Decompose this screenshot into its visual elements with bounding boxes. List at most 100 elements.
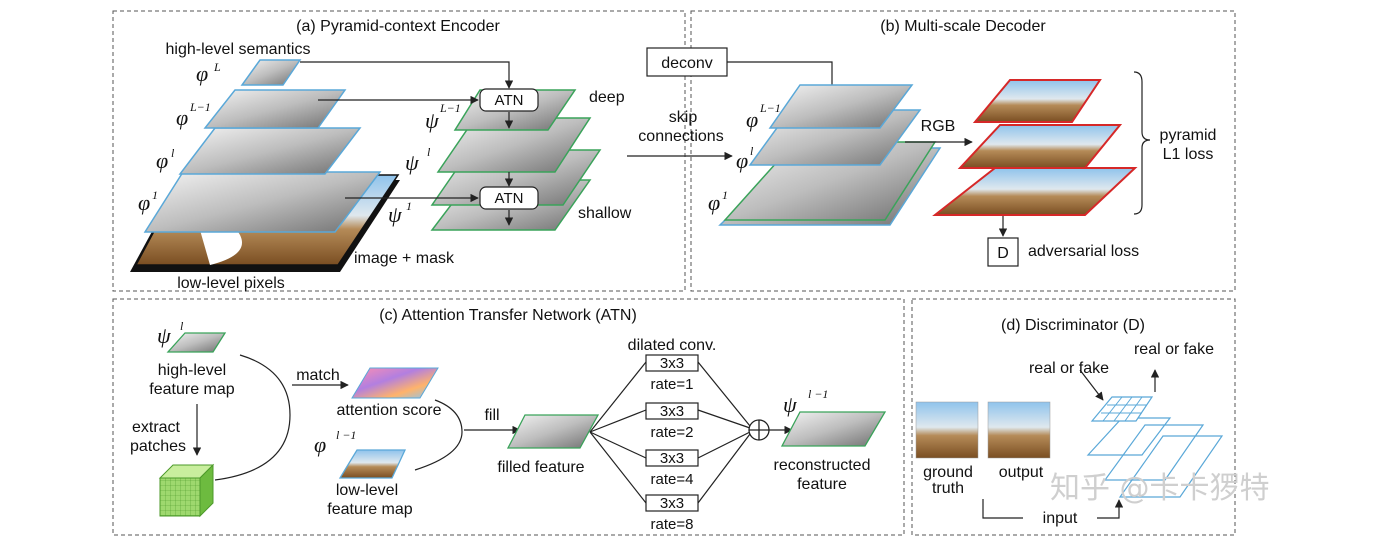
low-level-label: low-level [336, 482, 398, 499]
branch-line [697, 433, 751, 504]
varphi-symbol: φ [746, 107, 758, 132]
rgb-output-L1 [972, 79, 1102, 123]
dilated-conv-label: dilated conv. [628, 337, 717, 354]
branch-line [697, 431, 751, 459]
connections-label: connections [638, 128, 723, 145]
input-line-right [1097, 499, 1124, 519]
branch-line [589, 409, 647, 433]
varphi-sup: l [750, 144, 754, 158]
rate-label: rate=1 [651, 376, 694, 393]
atn-box-top [479, 88, 539, 112]
conv-label: 3x3 [660, 450, 684, 467]
psi-symbol: ψ [157, 323, 171, 348]
conv-label: 3x3 [660, 495, 684, 512]
phi-symbol: φ [314, 432, 326, 457]
varphi-L1-layer [768, 84, 914, 129]
panel-b-frame [690, 10, 1236, 292]
reconstructed-feature-map [780, 411, 887, 447]
phi-sup: l [171, 146, 175, 160]
phi-symbol: φ [156, 148, 168, 173]
filled-feature-map [506, 414, 600, 449]
phi-symbol: φ [196, 61, 208, 86]
panel-d-title: (d) Discriminator (D) [1001, 317, 1145, 334]
watermark: 知乎 @卡卡猡特 [1050, 471, 1270, 506]
attention-score-label: attention score [337, 402, 442, 419]
rate-label: rate=8 [651, 516, 694, 533]
panel-c-title: (c) Attention Transfer Network (ATN) [379, 307, 637, 324]
disc-output-grid [1090, 396, 1154, 422]
branch-line [589, 431, 647, 459]
varphi-symbol: φ [708, 190, 720, 215]
feature-map-label-2: feature map [327, 501, 412, 518]
disc-grid-outline [1090, 396, 1154, 422]
deep-label: deep [589, 89, 625, 106]
rgb-output-l [957, 124, 1123, 169]
psi-symbol: ψ [425, 108, 439, 133]
output-label: output [999, 464, 1044, 481]
atn-label: ATN [495, 190, 524, 207]
atn-label: ATN [495, 92, 524, 109]
disc-layer-2 [1103, 424, 1205, 481]
varphi-sup: 1 [722, 188, 728, 202]
branch-line [589, 431, 647, 504]
pyramid-label: pyramid [1160, 127, 1217, 144]
match-label: match [296, 367, 340, 384]
curve-feature-to-match [214, 354, 291, 481]
feature-map-label: feature map [149, 381, 234, 398]
high-level-semantics-label: high-level semantics [166, 41, 311, 58]
panel-c-frame [112, 298, 905, 536]
shallow-label: shallow [578, 205, 632, 222]
high-level-label: high-level [158, 362, 226, 379]
adversarial-loss-label: adversarial loss [1028, 243, 1139, 260]
panel-a-frame [112, 10, 686, 292]
phi-L-layer [240, 59, 302, 86]
truth-label: truth [932, 480, 964, 497]
panel-d-frame [911, 298, 1236, 536]
phi-symbol: φ [176, 105, 188, 130]
attention-map [351, 367, 439, 399]
patches-label: patches [130, 438, 186, 455]
arrow-phiL-to-atn [300, 61, 514, 89]
real-or-fake-top-label: real or fake [1134, 341, 1214, 358]
phi-l-layer [178, 127, 362, 175]
phi-L1-layer [203, 89, 347, 129]
branch-line [697, 361, 751, 427]
psi-l-map [166, 332, 227, 353]
d-box [987, 237, 1019, 267]
ground-truth-image [915, 401, 979, 459]
psi-sup: l −1 [808, 387, 828, 401]
extract-label: extract [132, 419, 181, 436]
rgb-output-1 [932, 167, 1138, 216]
real-or-fake-mid-label: real or fake [1029, 360, 1109, 377]
panel-b-title: (b) Multi-scale Decoder [880, 18, 1046, 35]
conv-box-1 [645, 354, 699, 372]
varphi-sup: L−1 [759, 101, 781, 115]
disc-layer-3 [1086, 417, 1172, 456]
sum-node-plus [749, 420, 769, 440]
atn-box-bottom [479, 186, 539, 210]
skip-label: skip [669, 109, 698, 126]
feature-label: feature [797, 476, 847, 493]
disc-layer-1 [1118, 435, 1224, 498]
disc-grid-lines [1101, 396, 1147, 422]
psi-symbol: ψ [388, 202, 402, 227]
varphi-symbol: φ [736, 148, 748, 173]
conv-label: 3x3 [660, 355, 684, 372]
filled-feature-label: filled feature [497, 459, 584, 476]
conv-box-4 [645, 494, 699, 512]
phi-sup: L−1 [189, 100, 211, 114]
psi-sup: L−1 [439, 101, 461, 115]
psi-symbol: ψ [405, 150, 419, 175]
image-mask-label: image + mask [354, 250, 455, 267]
output-image [987, 401, 1051, 459]
low-level-feature-map [338, 449, 407, 479]
psi-sup: 1 [406, 199, 412, 213]
d-label: D [997, 245, 1009, 262]
rate-label: rate=4 [651, 471, 694, 488]
curve-fill [414, 399, 463, 471]
phi-sup: 1 [152, 188, 158, 202]
phi-sup: L [213, 60, 221, 74]
low-level-pixels-label: low-level pixels [177, 275, 285, 292]
branch-line [697, 409, 751, 429]
